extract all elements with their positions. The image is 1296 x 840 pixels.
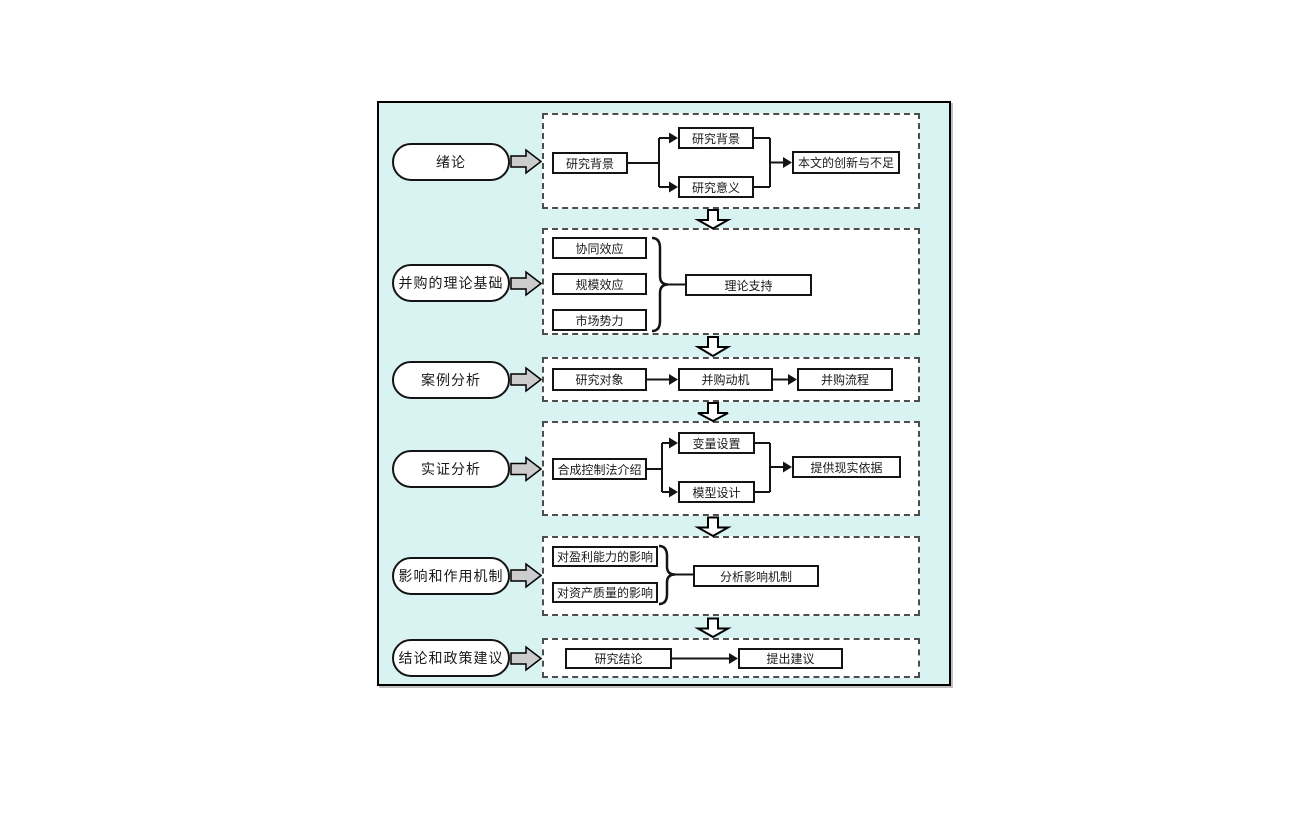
node-s6-item-1: 研究结论 [565, 648, 672, 669]
node-s4-branch-top: 变量设置 [678, 432, 755, 454]
section-box-6 [542, 638, 920, 678]
stage-node-empirical: 实证分析 [392, 450, 510, 488]
stage-node-conclusion: 结论和政策建议 [392, 639, 510, 677]
stage-node-introduction: 绪论 [392, 143, 510, 181]
node-s3-item-3: 并购流程 [797, 368, 893, 391]
stage-node-mechanism: 影响和作用机制 [392, 557, 510, 595]
node-s6-item-2: 提出建议 [738, 648, 843, 669]
node-s4-branch-bottom: 模型设计 [678, 481, 755, 503]
stage-node-case: 案例分析 [392, 361, 510, 399]
node-s1-source: 研究背景 [552, 152, 628, 174]
node-s5-result: 分析影响机制 [693, 565, 819, 587]
node-s3-item-2: 并购动机 [678, 368, 773, 391]
stage-node-theory: 并购的理论基础 [392, 264, 510, 302]
node-s2-item-2: 规模效应 [552, 273, 647, 295]
node-s4-result: 提供现实依据 [792, 456, 901, 478]
node-s5-item-2: 对资产质量的影响 [552, 582, 658, 603]
node-s2-item-3: 市场势力 [552, 309, 647, 331]
node-s2-item-1: 协同效应 [552, 237, 647, 259]
node-s3-item-1: 研究对象 [552, 368, 647, 391]
node-s1-result: 本文的创新与不足 [792, 151, 900, 174]
node-s1-branch-top: 研究背景 [678, 127, 754, 149]
node-s2-result: 理论支持 [685, 274, 812, 296]
node-s4-source: 合成控制法介绍 [552, 458, 647, 480]
node-s5-item-1: 对盈利能力的影响 [552, 546, 658, 567]
node-s1-branch-bottom: 研究意义 [678, 176, 754, 198]
